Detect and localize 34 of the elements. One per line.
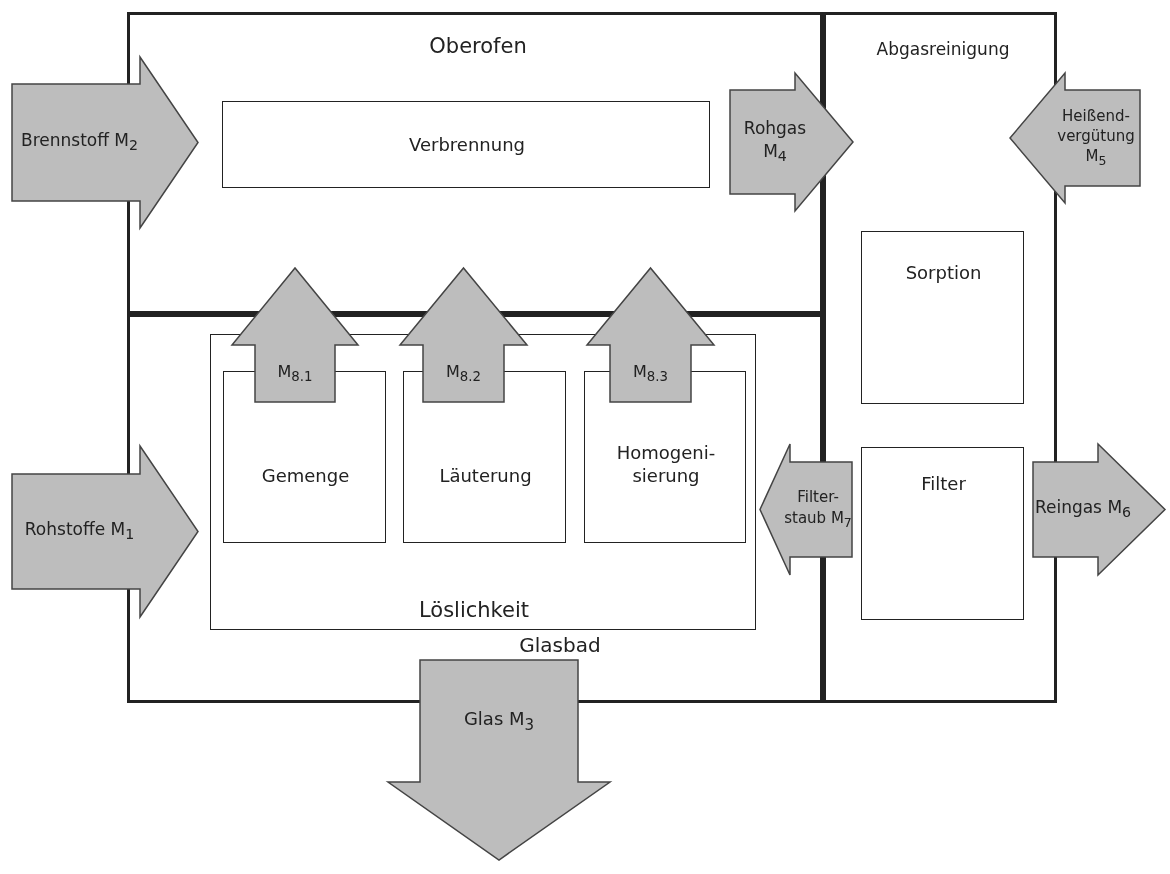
flow-label: Heißend-vergütung M$_{5}$ — [1056, 105, 1136, 171]
process-box — [861, 447, 1024, 620]
flow-label: Glas M$_{3}$ — [463, 707, 535, 735]
flow-label: M$_{8.1}$ — [277, 360, 313, 387]
mass-flow-shape — [12, 57, 198, 228]
box-label: Gemenge — [260, 465, 351, 488]
mass-flow-shape — [730, 73, 853, 211]
box-label: Glasbad — [518, 633, 602, 658]
flow-label: Brennstoff M$_{2}$ — [21, 129, 138, 156]
mass-flow-shape — [760, 444, 852, 575]
flow-label: M$_{8.3}$ — [633, 360, 668, 387]
mass-flow-shape — [388, 660, 610, 860]
box-label: Verbrennung — [408, 134, 526, 157]
box-label: Homogeni-sierung — [615, 442, 717, 487]
flow-label: Rohgas M$_{4}$ — [742, 117, 808, 167]
box-label: Oberofen — [428, 33, 528, 60]
mass-flow-shape — [1010, 73, 1140, 203]
box-label: Abgasreinigung — [875, 39, 1011, 61]
mass-flow-shape — [12, 446, 198, 617]
box-label: Sorption — [904, 262, 983, 285]
mass-flow-shape — [587, 268, 714, 402]
mass-flow-shape — [400, 268, 527, 402]
box-label: Löslichkeit — [417, 597, 530, 624]
flow-label: Reingas M$_{6}$ — [1034, 496, 1132, 523]
box-label: Filter — [920, 473, 967, 496]
flow-label: M$_{8.2}$ — [446, 360, 481, 387]
flow-label: Rohstoffe M$_{1}$ — [24, 518, 135, 545]
box-label: Läuterung — [438, 465, 533, 488]
process-box — [861, 231, 1024, 404]
process-box — [222, 101, 710, 188]
mass-flow-shape — [1033, 444, 1165, 575]
flow-label: Filter-staub M$_{7}$ — [784, 487, 852, 532]
process-box — [127, 12, 823, 314]
mass-flow-shape — [232, 268, 358, 402]
